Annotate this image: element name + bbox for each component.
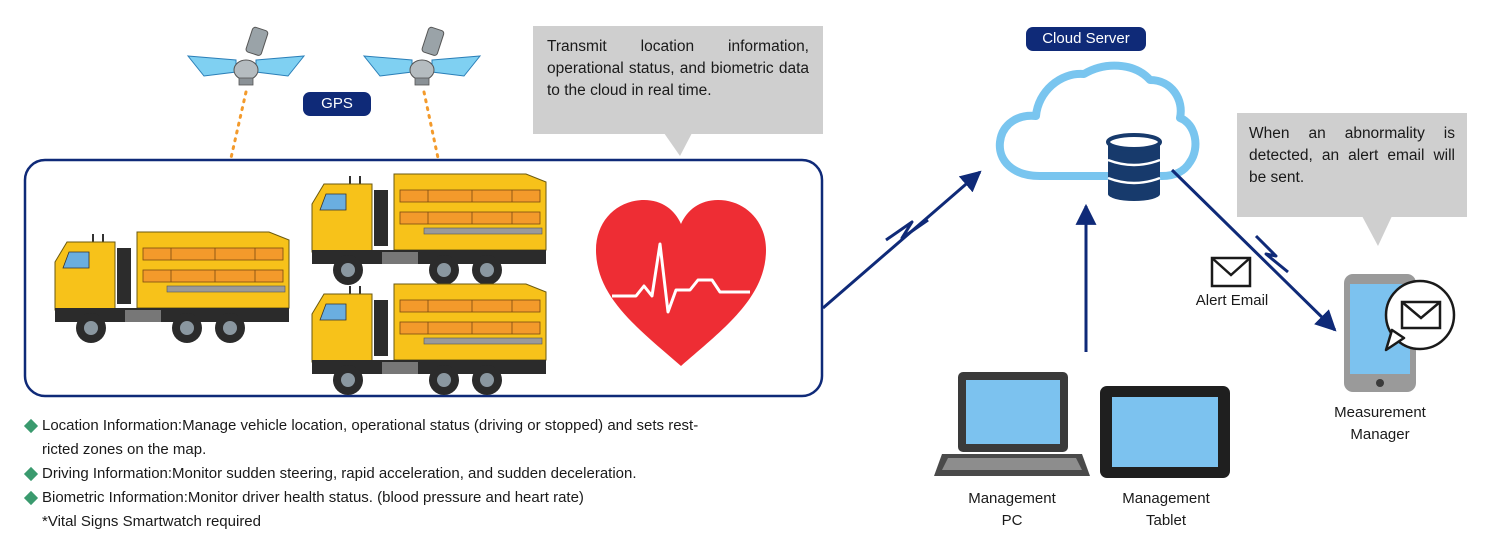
email-notification-icon <box>1384 279 1456 352</box>
transmit-callout: Transmit location information, operation… <box>533 26 823 134</box>
gps-signal-right <box>422 90 440 160</box>
transmit-callout-text: Transmit location information, operation… <box>547 38 809 99</box>
alert-callout-text: When an abnormality is detected, an aler… <box>1249 125 1455 186</box>
alert-callout: When an abnormality is detected, an aler… <box>1237 113 1467 217</box>
satellite-left-icon <box>187 26 305 86</box>
tablet-icon <box>1100 386 1230 478</box>
uplink-arrow <box>822 170 982 310</box>
gps-signal-left <box>229 90 248 160</box>
wireless-signal-icon <box>1254 234 1289 274</box>
alert-email-label: Alert Email <box>1195 292 1269 309</box>
laptop-icon <box>934 372 1090 476</box>
diamond-bullet-icon <box>23 466 39 482</box>
management-tablet-label: Management Tablet <box>1122 490 1210 529</box>
alert-arrow <box>1170 168 1337 332</box>
cloud-server-icon <box>995 61 1200 180</box>
envelope-icon <box>1210 256 1252 288</box>
feature-list: Location Information:Manage vehicle loca… <box>23 414 714 534</box>
management-pc-label: Management PC <box>968 490 1056 529</box>
feature-item-location: Location Information:Manage vehicle loca… <box>23 414 714 462</box>
wireless-signal-icon <box>885 218 929 242</box>
database-icon <box>1106 133 1162 201</box>
diamond-bullet-icon <box>23 490 39 506</box>
feature-item-biometric: Biometric Information:Monitor driver hea… <box>23 486 714 510</box>
feature-item-driving: Driving Information:Monitor sudden steer… <box>23 462 714 486</box>
heart-rate-icon <box>596 200 766 366</box>
gps-label: GPS <box>303 92 371 116</box>
smartwatch-note: *Vital Signs Smartwatch required <box>42 513 261 530</box>
satellite-right-icon <box>363 26 481 86</box>
diamond-bullet-icon <box>23 418 39 434</box>
cloud-server-label: Cloud Server <box>1026 27 1146 51</box>
measurement-manager-label: Measurement Manager <box>1334 404 1426 443</box>
